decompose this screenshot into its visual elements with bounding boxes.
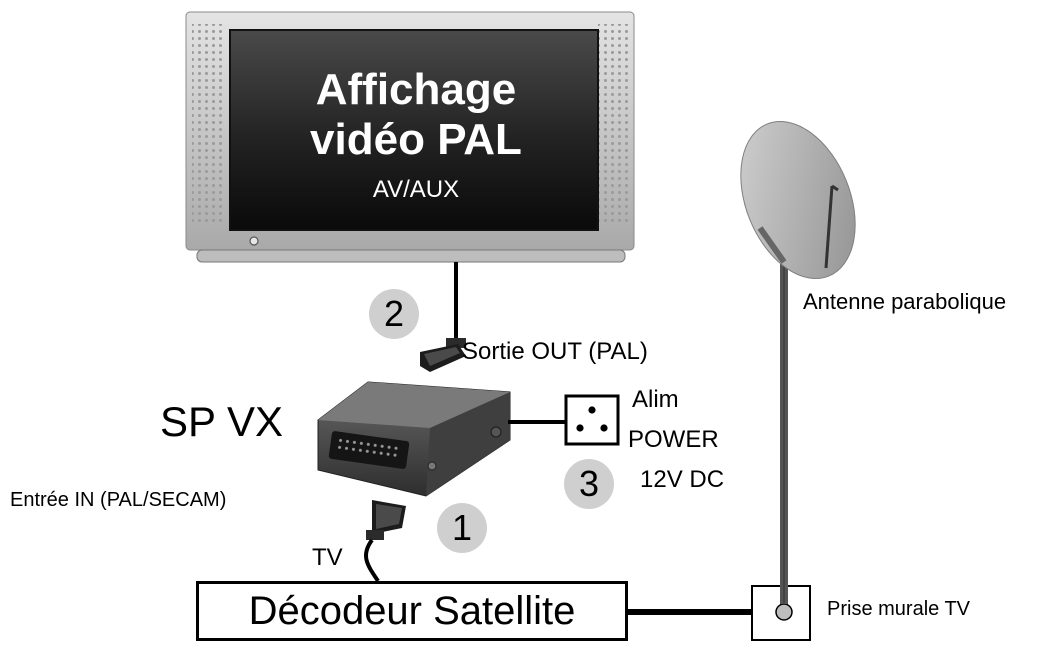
power-socket xyxy=(564,394,620,446)
output-label: Sortie OUT (PAL) xyxy=(462,338,648,365)
tv-port-label: TV xyxy=(312,544,343,571)
step-1-badge: 1 xyxy=(437,503,487,553)
tv-title-line1: Affichage xyxy=(315,65,517,114)
input-label: Entrée IN (PAL/SECAM) xyxy=(10,489,227,511)
tv-speaker-left xyxy=(192,24,224,224)
wall-socket-label: Prise murale TV xyxy=(827,598,971,620)
tv-subtitle: AV/AUX xyxy=(372,176,460,203)
power-label-line3: 12V DC xyxy=(640,466,725,493)
scart-plug-output xyxy=(420,338,466,372)
step-3-badge: 3 xyxy=(564,459,614,509)
satellite-decoder: Décodeur Satellite xyxy=(196,581,628,641)
satellite-dish xyxy=(740,121,856,279)
sp-vx-device xyxy=(317,381,511,497)
tv-stand xyxy=(196,249,626,263)
sp-vx-jack xyxy=(427,461,437,471)
antenna-label: Antenne parabolique xyxy=(803,289,1007,314)
scart-plug-input xyxy=(366,500,406,540)
tv-screen xyxy=(229,29,599,231)
input-cable xyxy=(363,538,380,583)
tv-title-line2: vidéo PAL xyxy=(310,115,522,164)
tv-power-led xyxy=(249,236,259,246)
power-label-line2: POWER xyxy=(628,426,719,453)
tv-speaker-right xyxy=(598,24,630,224)
power-label-line1: Alim xyxy=(632,386,679,413)
device-name: SP VX xyxy=(160,398,283,445)
tv-monitor xyxy=(185,11,635,263)
step-2-badge: 2 xyxy=(369,289,419,339)
sp-vx-power-jack xyxy=(490,426,502,438)
